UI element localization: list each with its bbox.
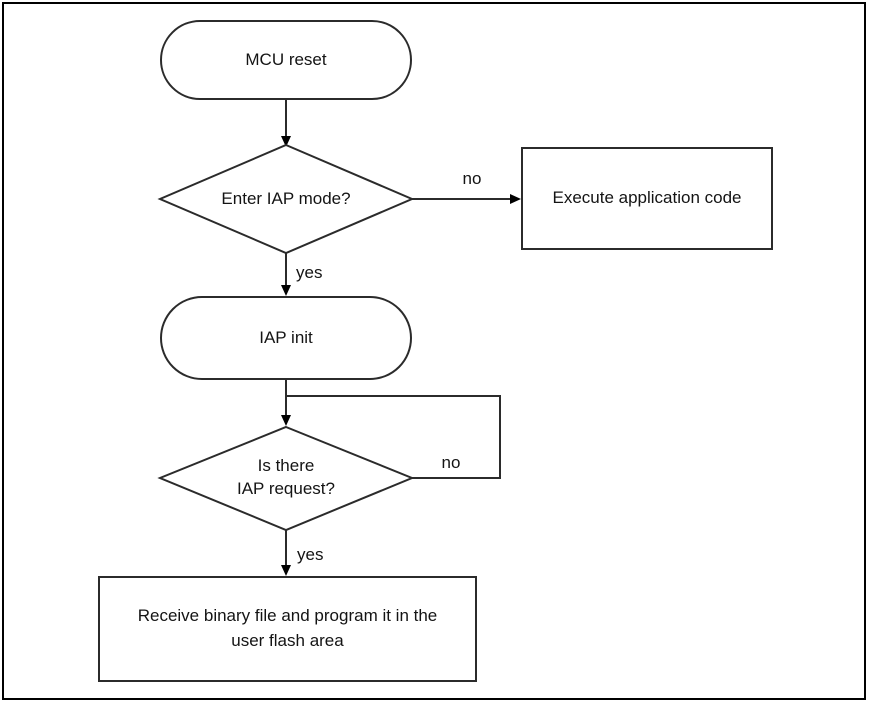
node-execute-application-code: Execute application code: [521, 147, 773, 250]
arrowhead-down-icon: [281, 565, 291, 576]
node-mcu-reset-label: MCU reset: [245, 49, 327, 69]
edge-label-no-2: no: [441, 453, 461, 472]
node-mcu-reset: MCU reset: [160, 20, 412, 100]
node-receive-binary-label: Receive binary file and program it in th…: [137, 606, 438, 650]
arrowhead-down-icon: [281, 285, 291, 296]
edge-label-yes-2: yes: [297, 545, 324, 564]
node-execute-application-code-label: Execute application code: [552, 188, 742, 208]
decision-enter-iap-mode: [157, 143, 415, 255]
node-iap-init-label: IAP init: [259, 327, 313, 347]
node-receive-binary: Receive binary file and program it in th…: [98, 576, 477, 682]
arrowhead-right-icon: [510, 194, 521, 204]
edge-label-no-1: no: [462, 169, 482, 188]
decision-iap-request: [157, 425, 415, 532]
node-iap-init: IAP init: [160, 296, 412, 380]
arrowhead-down-icon: [281, 415, 291, 426]
edge-label-yes-1: yes: [296, 263, 323, 282]
edge-request-no-loop: [286, 395, 501, 479]
arrowhead-down-icon: [281, 136, 291, 147]
